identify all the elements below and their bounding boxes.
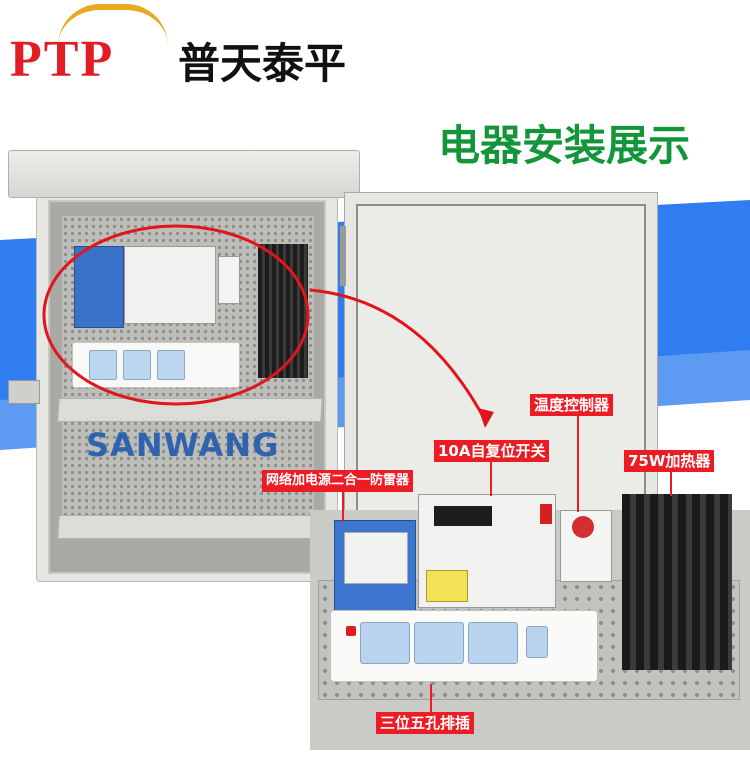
breaker-small bbox=[124, 246, 216, 324]
thermostat-dial-icon bbox=[572, 516, 594, 538]
socket-icon bbox=[468, 622, 518, 664]
power-strip-small bbox=[72, 342, 240, 388]
label-power-strip: 三位五孔排插 bbox=[376, 712, 475, 734]
label-heater: 75W加热器 bbox=[624, 450, 715, 472]
label-surge-protector: 网络加电源二合一防雷器 bbox=[262, 470, 414, 492]
indicator-light-icon bbox=[346, 626, 356, 636]
socket-icon bbox=[414, 622, 464, 664]
highlight-ellipse bbox=[42, 224, 310, 406]
leader-line bbox=[577, 414, 579, 512]
sanwang-watermark: SANWANG bbox=[86, 426, 280, 464]
power-switch-icon bbox=[526, 626, 548, 658]
leader-line bbox=[670, 470, 672, 496]
logo-arc-icon bbox=[58, 4, 168, 46]
socket-icon bbox=[360, 622, 410, 664]
cabinet-roof bbox=[8, 150, 360, 198]
lower-mounting-plate bbox=[62, 420, 314, 516]
surge-protector-small bbox=[74, 246, 124, 328]
leader-line bbox=[430, 684, 432, 712]
socket-icon bbox=[157, 350, 185, 380]
leader-line bbox=[490, 460, 492, 496]
breaker-reset-button bbox=[540, 504, 552, 524]
warning-sticker bbox=[426, 570, 468, 602]
thermostat-small bbox=[218, 256, 240, 304]
cabinet-hinge bbox=[8, 380, 40, 404]
socket-icon bbox=[89, 350, 117, 380]
door-latch bbox=[340, 226, 346, 286]
brand-name: 普天泰平 bbox=[178, 39, 347, 88]
cabinet-shelf bbox=[57, 515, 323, 539]
page-title: 电器安装展示 bbox=[438, 121, 691, 170]
heater bbox=[622, 494, 732, 670]
leader-line bbox=[342, 488, 344, 522]
logo-letters: PTP bbox=[10, 31, 115, 88]
label-breaker: 10A自复位开关 bbox=[434, 440, 550, 462]
arrow-icon bbox=[309, 288, 494, 428]
breaker-display bbox=[434, 506, 492, 526]
heater-small bbox=[258, 244, 308, 378]
socket-icon bbox=[123, 350, 151, 380]
surge-protector-face bbox=[344, 532, 408, 584]
label-thermostat: 温度控制器 bbox=[530, 394, 614, 416]
